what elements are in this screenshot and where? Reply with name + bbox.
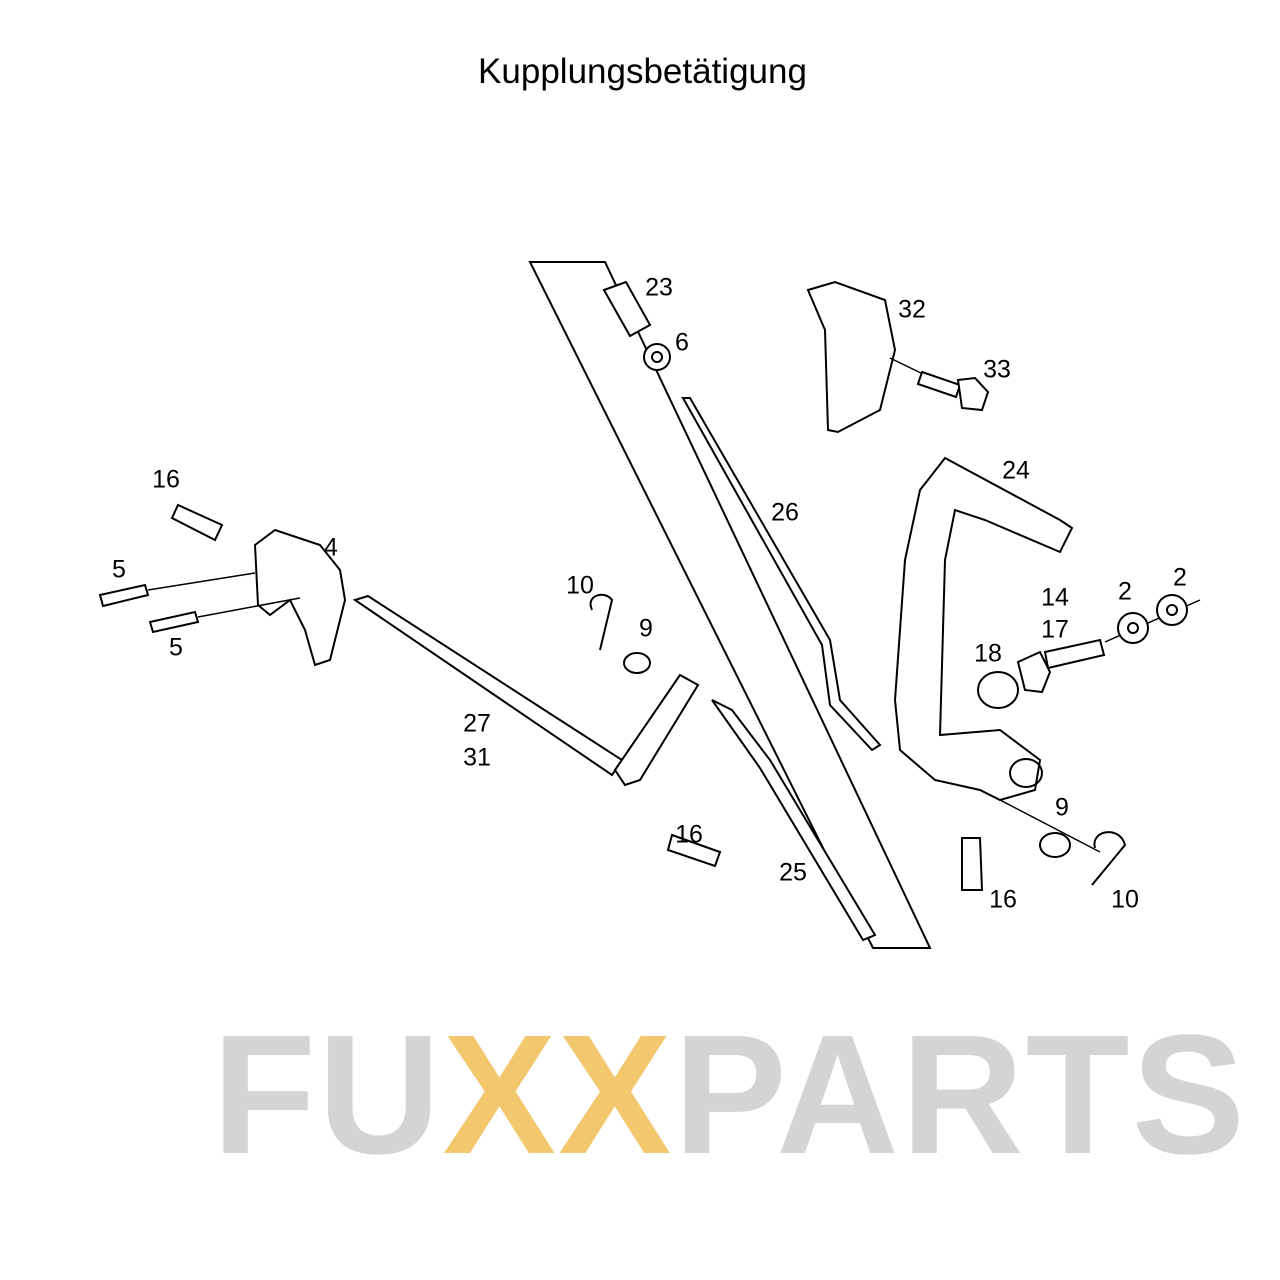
callout-23: 23 [645, 273, 673, 302]
callout-5: 5 [169, 633, 183, 662]
part-14-17-bolt [1043, 638, 1106, 670]
callout-5: 5 [112, 555, 126, 584]
part-25-rod [711, 699, 877, 942]
callout-10: 10 [566, 571, 594, 600]
floor-plate-outline [528, 261, 932, 949]
part-10-clip [589, 593, 614, 651]
diagram-title: Kupplungsbetätigung [478, 52, 807, 91]
part-9-washer [623, 652, 651, 674]
part-16-grease-nipple [170, 503, 224, 542]
callout-33: 33 [983, 355, 1011, 384]
part-10-clip [1091, 831, 1127, 886]
callout-16: 16 [989, 885, 1017, 914]
part-16-grease-nipple [666, 833, 722, 868]
lever-arm [613, 673, 700, 787]
callout-9: 9 [1055, 793, 1069, 822]
part-24-pedal [893, 456, 1074, 802]
callout-6: 6 [675, 328, 689, 357]
part-2-nut [1117, 612, 1149, 644]
watermark-text-b: PARTS [673, 1000, 1247, 1190]
part-32-bracket [806, 280, 897, 434]
callout-24: 24 [1002, 456, 1030, 485]
callout-14: 14 [1041, 583, 1069, 612]
part-26-rod [681, 397, 882, 752]
part-6-nut [643, 343, 671, 371]
part-33-bolt [916, 370, 962, 399]
part-16-grease-nipple [961, 837, 984, 891]
callout-16: 16 [152, 465, 180, 494]
part-2-nut [1156, 594, 1188, 626]
watermark-logo: FUXXPARTS [212, 1010, 1247, 1180]
part-4-lever [253, 528, 347, 667]
part-5-pin [98, 583, 150, 608]
part-9-washer [1039, 832, 1071, 858]
part-5-pin [148, 610, 200, 634]
callout-2: 2 [1118, 577, 1132, 606]
part-23-coupling [602, 280, 652, 338]
callout-2: 2 [1173, 563, 1187, 592]
callout-25: 25 [779, 858, 807, 887]
callout-9: 9 [639, 614, 653, 643]
watermark-text-a: FU [212, 1000, 443, 1190]
callout-32: 32 [898, 295, 926, 324]
callout-16: 16 [675, 820, 703, 849]
callout-18: 18 [974, 639, 1002, 668]
callout-4: 4 [324, 533, 338, 562]
callout-26: 26 [771, 498, 799, 527]
watermark-text-x: XX [442, 1000, 674, 1190]
callout-10: 10 [1111, 885, 1139, 914]
callout-27: 27 [463, 709, 491, 738]
part-18-cap [977, 671, 1019, 709]
callout-31: 31 [463, 743, 491, 772]
callout-17: 17 [1041, 615, 1069, 644]
